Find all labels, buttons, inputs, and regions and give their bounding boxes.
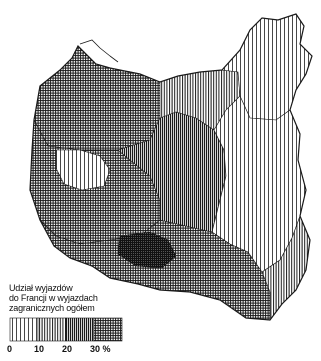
legend-scale [9,317,123,342]
region-south-central-patch [117,231,177,269]
legend-swatch-3 [93,317,123,342]
legend-title-line: zagranicznych ogółem [9,303,95,313]
country-outline [29,13,313,321]
legend-swatch-2 [65,317,95,342]
legend-tick: 0 [7,344,13,354]
legend-swatch-1 [37,317,67,342]
legend-title: Udział wyjazdów do Francji w wyjazdach z… [9,283,159,313]
coastline-spit [79,39,119,63]
legend-tick: 20 [62,344,73,354]
legend-ticks: 0 10 20 30 % [0,344,140,358]
legend-tick: 10 [34,344,45,354]
legend-swatch-0 [9,317,39,342]
legend-tick: 30 % [90,344,111,354]
region-center-patch [55,149,111,191]
region-north-west [33,45,161,151]
legend-title-line: Udział wyjazdów [9,283,73,293]
legend-title-line: do Francji w wyjazdach [9,293,98,303]
map-regions [29,13,313,321]
